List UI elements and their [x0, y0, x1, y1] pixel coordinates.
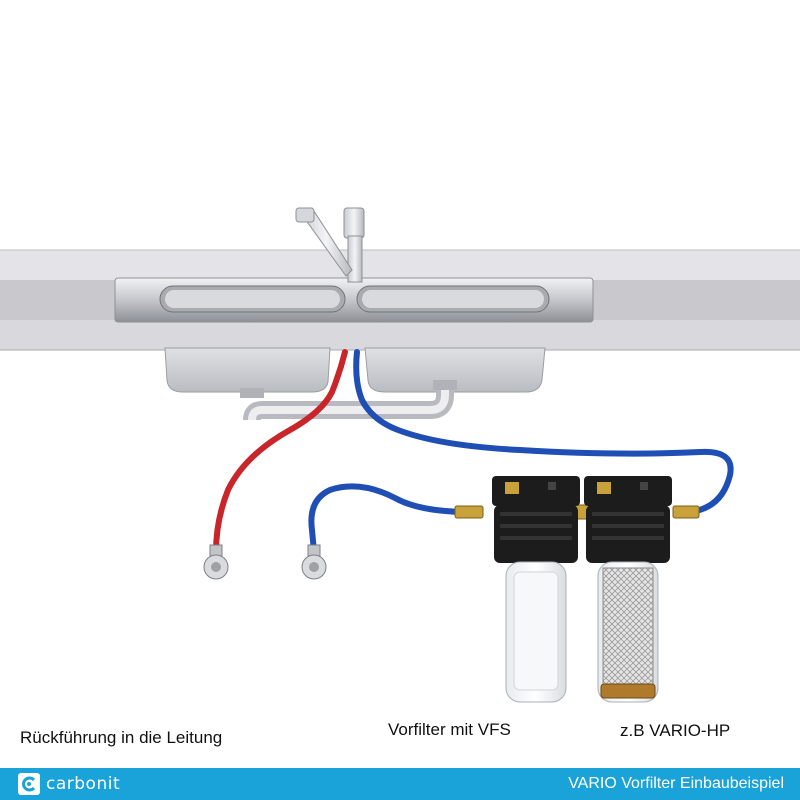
cold-supply-hose: [353, 349, 734, 515]
faucet-icon: [295, 207, 365, 283]
drain-pipe: [240, 380, 457, 479]
double-sink: [114, 277, 594, 393]
vario-hp-filter: [584, 476, 672, 703]
footer-bar: carbonit VARIO Vorfilter Einbaubeispiel: [0, 768, 800, 800]
prefilter-caption: Vorfilter mit VFS: [388, 720, 511, 739]
inlet-fitting: [454, 505, 484, 519]
return-hose: [308, 483, 473, 555]
carbonit-logo-icon: [18, 773, 40, 795]
prefilter-vfs: [492, 476, 580, 703]
footer-title: VARIO Vorfilter Einbaubeispiel: [568, 775, 784, 792]
brand-logo: carbonit: [18, 773, 120, 795]
hot-angle-valve: [203, 544, 229, 580]
outlet-fitting: [672, 505, 700, 519]
cold-angle-valve: [301, 544, 327, 580]
hot-water-hose: [213, 349, 348, 555]
vario-caption: z.B VARIO-HP: [620, 721, 731, 740]
return-line-caption: Rückführung in die Leitung: [20, 728, 223, 747]
brand-name: carbonit: [46, 774, 121, 794]
